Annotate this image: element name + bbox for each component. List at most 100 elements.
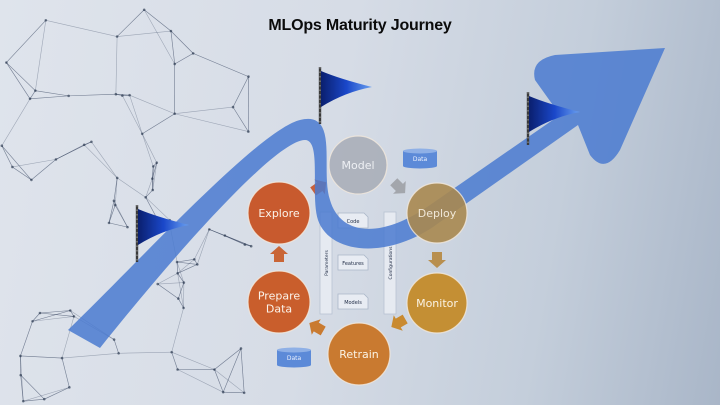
network-edge <box>114 177 118 206</box>
network-edge <box>176 261 185 283</box>
network-edge <box>171 351 215 370</box>
network-edge <box>214 348 242 370</box>
network-edge <box>55 144 85 160</box>
network-node <box>44 18 48 22</box>
network-edge <box>108 200 115 223</box>
network-edge <box>39 312 74 317</box>
network-edge <box>113 177 118 201</box>
network-edge <box>114 204 128 228</box>
network-edge <box>193 53 249 77</box>
cycle-arrow <box>390 178 406 194</box>
network-edge <box>12 166 32 181</box>
network-edge <box>12 159 56 168</box>
network-edge <box>61 316 75 359</box>
network-node <box>68 309 72 312</box>
network-node <box>173 62 177 66</box>
network-edge <box>84 141 92 146</box>
network-node <box>249 244 253 248</box>
network-edge <box>176 261 178 274</box>
network-edge <box>177 273 185 283</box>
network-edge <box>32 310 71 322</box>
network-edge <box>35 90 69 97</box>
network-node <box>117 351 120 355</box>
network-edge <box>222 348 242 393</box>
network-edge <box>31 159 57 181</box>
network-edge <box>209 229 252 247</box>
network-edge <box>91 141 118 179</box>
network-node <box>72 315 76 318</box>
stage-label: Model <box>341 159 374 172</box>
stage-circle <box>406 272 468 334</box>
network-edge <box>6 62 36 91</box>
network-edge <box>117 177 146 198</box>
network-edge <box>209 229 225 236</box>
network-node <box>156 282 159 286</box>
network-edge <box>177 273 184 308</box>
network-edge <box>6 62 36 91</box>
network-edge <box>209 229 245 245</box>
network-edge <box>145 189 153 198</box>
network-edge <box>32 310 71 322</box>
network-edge <box>61 357 70 388</box>
network-edge <box>108 204 116 223</box>
parameters-label: Parameters <box>324 249 330 275</box>
network-edge <box>142 113 175 135</box>
stage-label: Retrain <box>339 348 379 361</box>
stage-label: Data <box>266 303 292 316</box>
network-edge <box>193 53 249 77</box>
network-edge <box>30 95 69 100</box>
network-node <box>31 319 34 323</box>
network-node <box>243 243 247 246</box>
network-edge <box>194 229 210 260</box>
network-node <box>176 368 179 371</box>
network-edge <box>224 235 252 247</box>
network-edge <box>152 162 158 179</box>
network-node <box>112 338 116 341</box>
network-edge <box>145 189 153 198</box>
network-edge <box>152 166 154 179</box>
network-edge <box>178 298 184 309</box>
network-edge <box>157 273 178 285</box>
network-edge <box>141 133 154 167</box>
network-node <box>21 399 25 403</box>
network-node <box>67 94 70 98</box>
network-node <box>176 271 179 275</box>
network-edge <box>61 357 70 388</box>
network-node <box>19 354 22 358</box>
network-node <box>247 75 250 78</box>
network-edge <box>44 387 70 400</box>
network-edge <box>209 229 225 236</box>
network-node <box>113 203 117 207</box>
network-edge <box>152 162 158 191</box>
cycle-arrow <box>309 319 326 336</box>
network-edge <box>177 264 198 274</box>
network-edge <box>176 261 178 274</box>
configurations-label: Configurations <box>388 246 394 280</box>
network-edge <box>224 235 252 247</box>
network-node <box>121 94 124 97</box>
network-edge <box>142 113 175 135</box>
network-node <box>128 93 131 97</box>
network-edge <box>178 282 185 299</box>
network-edge <box>174 53 194 65</box>
network-edge <box>20 374 45 400</box>
artifact-models: Models <box>337 293 369 310</box>
network-node <box>223 234 227 237</box>
network-edge <box>39 310 71 314</box>
network-edge <box>108 222 128 228</box>
network-edge <box>55 144 85 160</box>
network-edge <box>108 204 116 223</box>
network-edge <box>157 283 179 299</box>
network-edge <box>170 30 194 54</box>
network-edge <box>115 36 118 95</box>
network-node <box>196 263 199 266</box>
network-edge <box>177 273 185 283</box>
network-edge <box>152 162 158 179</box>
network-edge <box>68 93 116 97</box>
network-node <box>142 8 146 12</box>
network-edge <box>177 264 198 274</box>
network-edge <box>30 95 69 100</box>
network-edge <box>214 369 224 393</box>
network-edge <box>170 30 176 65</box>
